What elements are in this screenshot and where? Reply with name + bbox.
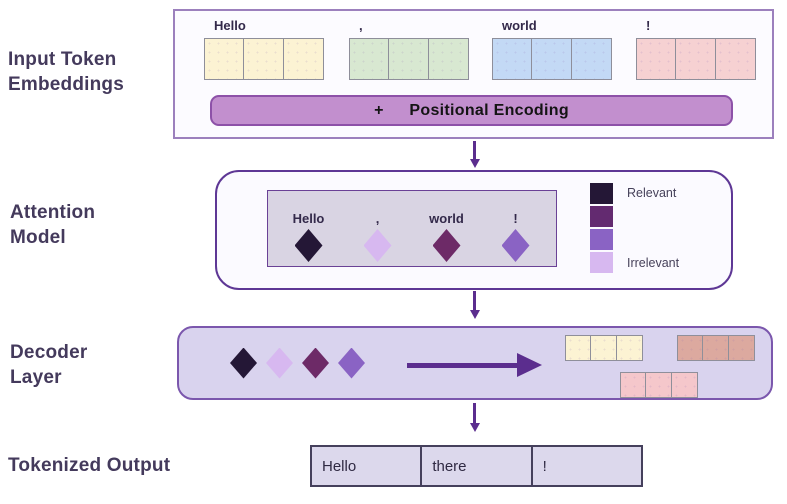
token-cell <box>646 372 672 398</box>
legend-swatch-relevant <box>590 183 613 204</box>
arrow-shaft <box>473 141 476 159</box>
output-cell: there <box>422 447 533 485</box>
embedding-cell <box>349 38 389 80</box>
arrow-head-icon <box>517 353 542 377</box>
input-embeddings-box: Hello , world ! <box>173 9 774 139</box>
decoder-diamond-icon <box>302 347 329 379</box>
embedding-cell <box>244 38 284 80</box>
flow-arrow-down-3 <box>469 403 480 432</box>
legend-swatches <box>590 183 613 273</box>
token-label: , <box>375 211 380 226</box>
embedding-cell <box>389 38 429 80</box>
token-label: Hello <box>292 211 325 226</box>
token-cell <box>591 335 617 361</box>
tokenized-output-table: Hello there ! <box>310 445 643 487</box>
token-label: Hello <box>214 18 246 33</box>
embedding-cell <box>716 38 756 80</box>
token-cell <box>677 335 703 361</box>
embedding-cell <box>572 38 612 80</box>
attention-model-section-label: Attention Model <box>10 202 96 248</box>
arrow-shaft <box>473 403 476 423</box>
output-cell: ! <box>542 457 547 475</box>
arrow-shaft <box>473 291 476 310</box>
embedding-cell <box>429 38 469 80</box>
decode-arrow-right-icon <box>407 353 542 377</box>
arrow-head-icon <box>469 423 480 432</box>
token-label: world <box>429 211 464 226</box>
legend-label-relevant: Relevant <box>627 186 677 200</box>
arrow-head-icon <box>469 310 480 319</box>
positional-encoding-label: Positional Encoding <box>409 101 569 119</box>
token-cell <box>617 335 643 361</box>
legend-swatch <box>590 206 613 227</box>
embedding-squares <box>492 38 612 80</box>
positional-encoding-bar: + Positional Encoding <box>210 95 733 126</box>
arrow-head-icon <box>469 159 480 168</box>
embedding-squares <box>636 38 756 80</box>
token-label: , <box>359 18 363 33</box>
plus-icon: + <box>374 101 384 119</box>
token-label: world <box>502 18 537 33</box>
tokenized-output-section-label: Tokenized Output <box>8 455 171 476</box>
relevance-legend: Relevant Irrelevant <box>590 183 679 273</box>
attention-diamond-icon <box>432 229 461 262</box>
token-label: ! <box>513 211 518 226</box>
token-cell <box>620 372 646 398</box>
decoded-token-group-yellow <box>565 335 643 361</box>
token-group-comma: , <box>349 18 469 80</box>
output-cell: Hello <box>312 447 423 485</box>
input-embeddings-section-label: Input Token Embeddings <box>8 49 125 95</box>
attention-diamond-icon <box>294 229 323 262</box>
decoded-token-group-pink <box>620 372 698 398</box>
attention-tokens-panel: Hello , world ! <box>267 190 557 267</box>
embedding-cell <box>532 38 572 80</box>
attention-token-comma: , <box>346 211 410 262</box>
legend-label-irrelevant: Irrelevant <box>627 256 680 270</box>
attention-token-exclamation: ! <box>484 211 548 262</box>
flow-arrow-down-2 <box>469 291 480 319</box>
decoded-token-group-salmon <box>677 335 755 361</box>
decoder-layer-box <box>177 326 773 400</box>
token-label: ! <box>646 18 651 33</box>
token-group-world: world <box>492 18 612 80</box>
embedding-cell <box>204 38 244 80</box>
flow-arrow-down-1 <box>469 141 480 168</box>
embedding-squares <box>204 38 324 80</box>
embedding-cell <box>676 38 716 80</box>
embedding-cell <box>636 38 676 80</box>
decoder-layer-section-label: Decoder Layer <box>10 342 88 388</box>
legend-swatch <box>590 229 613 250</box>
token-cell <box>703 335 729 361</box>
embedding-cell <box>492 38 532 80</box>
attention-token-world: world <box>415 211 479 262</box>
decoder-diamond-icon <box>266 347 293 379</box>
token-cell <box>672 372 698 398</box>
legend-swatch-irrelevant <box>590 252 613 273</box>
decoder-diamonds <box>230 328 365 398</box>
token-cell <box>729 335 755 361</box>
attention-model-box: Hello , world ! <box>215 170 733 290</box>
attention-diamond-icon <box>501 229 530 262</box>
decoder-diamond-icon <box>230 347 257 379</box>
token-cell <box>565 335 591 361</box>
legend-labels: Relevant Irrelevant <box>627 183 679 273</box>
attention-diamond-icon <box>363 229 392 262</box>
embedding-cell <box>284 38 324 80</box>
embedding-squares <box>349 38 469 80</box>
attention-token-hello: Hello <box>277 211 341 262</box>
arrow-shaft <box>407 362 517 368</box>
token-group-exclamation: ! <box>636 18 756 80</box>
token-group-hello: Hello <box>204 18 324 80</box>
decoder-diamond-icon <box>338 347 365 379</box>
